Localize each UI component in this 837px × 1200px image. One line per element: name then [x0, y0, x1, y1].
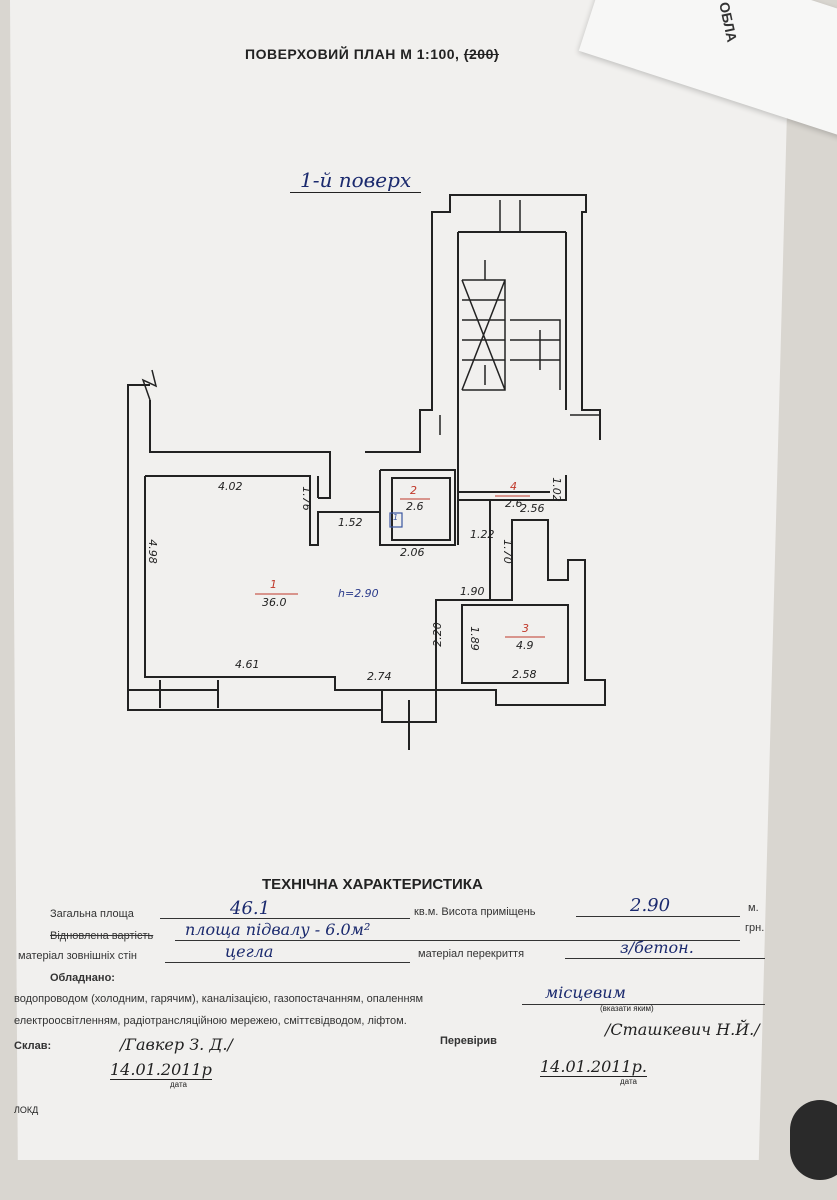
floor-material-value: з/бетон.: [620, 938, 694, 957]
walls-label: матеріал зовнішніх стін: [18, 950, 137, 962]
composed-label: Склав:: [14, 1040, 52, 1052]
app-overlay-button[interactable]: [790, 1100, 837, 1180]
checked-name: /Сташкевич Н.Й./: [605, 1020, 760, 1039]
room-1-number: 1: [270, 578, 277, 591]
dimension: 2.58: [512, 668, 537, 681]
unit-m: м.: [748, 902, 759, 914]
height-label: кв.м. Висота приміщень: [414, 906, 536, 918]
heating-value: місцевим: [545, 983, 626, 1002]
cost-value: площа підвалу - 6.0м²: [185, 920, 371, 939]
checked-label: Перевірив: [440, 1035, 497, 1047]
date-caption: дата: [620, 1077, 637, 1086]
dimension: 2.56: [520, 502, 545, 515]
dimension: 2.06: [400, 546, 425, 559]
floor-material-label: матеріал перекриття: [418, 948, 525, 960]
dimension: 2.20: [430, 622, 444, 647]
room-2-number: 2: [410, 484, 417, 497]
unit-uah: грн.: [745, 922, 765, 934]
floor-plan-document: [10, 0, 790, 1160]
composed-name: /Гавкер З. Д./: [120, 1035, 233, 1054]
section-title: ТЕХНІЧНА ХАРАКТЕРИСТИКА: [262, 876, 483, 893]
cost-label: Відновлена вартість: [50, 930, 154, 942]
dimension: 1.89: [467, 626, 481, 651]
floor-plan-drawing: [127, 194, 606, 750]
room-1-area: 36.0: [262, 596, 287, 609]
dimension: 1.02: [549, 477, 563, 502]
equipment-line-2: електроосвітленням, радіотрансляційною м…: [14, 1015, 407, 1027]
dimension: 1.52: [338, 516, 363, 529]
specify-note: (вказати яким): [600, 1004, 654, 1013]
document-title: ПОВЕРХОВИЙ ПЛАН М 1:100, (200): [245, 46, 500, 62]
dimension: 1.70: [500, 539, 514, 564]
dimension: 2.74: [367, 670, 392, 683]
height-value: 2.90: [630, 895, 671, 916]
total-area-label: Загальна площа: [50, 908, 134, 920]
checked-date: 14.01.2011р.: [540, 1057, 647, 1077]
room-4-number: 4: [510, 480, 517, 493]
room-3-area: 4.9: [516, 639, 534, 652]
dimension: 4.61: [235, 658, 260, 671]
room-4-area: 2.6: [505, 497, 523, 510]
composed-date: 14.01.2011р: [110, 1060, 212, 1080]
dimension: 4.02: [218, 480, 243, 493]
date-caption: дата: [170, 1080, 187, 1089]
room-2-area: 2.6: [406, 500, 424, 513]
struck-scale: (200): [463, 46, 500, 62]
ceiling-height: h=2.90: [338, 587, 379, 600]
floor-label: 1-й поверх: [290, 168, 422, 193]
equipped-label: Обладнано:: [50, 972, 115, 984]
dimension: 1.22: [470, 528, 495, 541]
dimension: 4.98: [145, 539, 159, 564]
dimension: 1.76: [299, 486, 313, 511]
room-3-number: 3: [522, 622, 529, 635]
walls-value: цегла: [225, 942, 274, 961]
footer-code: ЛОКД: [14, 1105, 39, 1115]
dimension: 1.90: [460, 585, 485, 598]
total-area-value: 46.1: [230, 898, 271, 919]
fixture-label: 1: [393, 513, 399, 522]
equipment-line-1: водопроводом (холодним, гарячим), каналі…: [14, 993, 424, 1005]
